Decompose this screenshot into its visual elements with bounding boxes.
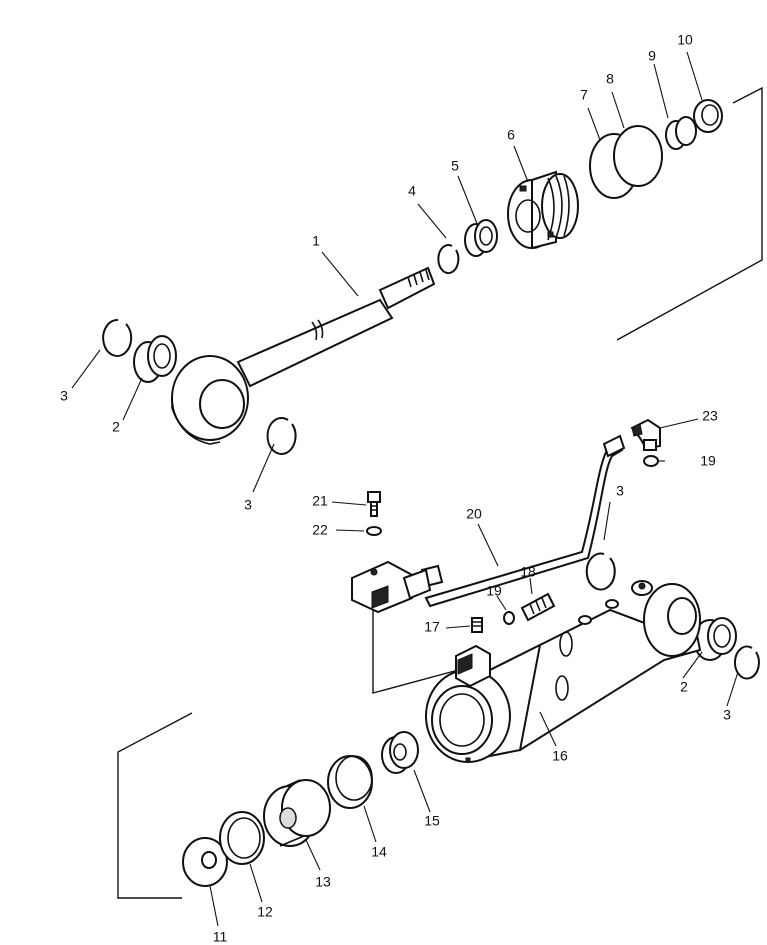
callout-3: 3 (723, 707, 731, 723)
bearing-part (464, 219, 498, 257)
small-o-ring-part (643, 455, 659, 467)
leader-lines (71, 51, 739, 927)
callout-23: 23 (702, 408, 718, 424)
grease-fitting-part (471, 617, 483, 633)
bolt-part (367, 491, 381, 517)
callout-20: 20 (466, 506, 482, 522)
snap-ring-part (102, 318, 133, 357)
callout-9: 9 (648, 48, 656, 64)
callout-15: 15 (424, 813, 440, 829)
flange-block-part (351, 560, 432, 614)
callout-11: 11 (213, 929, 228, 945)
assembly-bracket-top (616, 86, 763, 341)
callout-2: 2 (680, 679, 688, 695)
callout-5: 5 (451, 158, 459, 174)
callout-13: 13 (315, 874, 331, 890)
callout-19: 19 (486, 583, 502, 599)
cylinder-head-part (507, 170, 579, 250)
bushing-part (133, 335, 177, 383)
callout-4: 4 (408, 183, 416, 199)
callout-17: 17 (424, 619, 440, 635)
callout-7: 7 (580, 87, 588, 103)
snap-ring-part (733, 645, 760, 680)
nut-part (381, 731, 419, 774)
callout-16: 16 (552, 748, 568, 764)
dust-seal-part (693, 99, 723, 133)
callout-3: 3 (60, 388, 68, 404)
callout-12: 12 (257, 904, 273, 920)
callout-10: 10 (677, 32, 693, 48)
washer-part (182, 837, 228, 887)
small-o-ring-part (503, 611, 515, 625)
callout-2: 2 (112, 419, 120, 435)
lock-washer-part (366, 526, 382, 536)
block-part (455, 644, 491, 688)
snap-ring-part (266, 417, 297, 455)
assembly-bracket-bottom (117, 712, 193, 899)
piston-rod-part (171, 266, 436, 445)
piston-part (263, 779, 331, 847)
snap-ring-part (585, 552, 616, 591)
callout-3: 3 (244, 497, 252, 513)
callout-6: 6 (507, 127, 515, 143)
snap-ring-small-part (437, 244, 460, 275)
callout-14: 14 (371, 844, 387, 860)
assembly-bracket-middle (372, 588, 463, 694)
callout-21: 21 (312, 493, 328, 509)
callout-22: 22 (312, 522, 328, 538)
connector-part (520, 592, 556, 622)
callouts: 1 2 2 3 3 3 3 4 5 6 7 8 9 10 11 12 13 14… (60, 32, 731, 945)
callout-18: 18 (520, 564, 536, 580)
elbow-fitting-part (630, 418, 661, 451)
callout-8: 8 (606, 71, 614, 87)
rod-bushing-part (665, 116, 697, 150)
backup-ring-part (613, 125, 663, 187)
callout-1: 1 (312, 233, 320, 249)
wear-ring-part (327, 755, 373, 809)
callout-19: 19 (700, 453, 716, 469)
piston-ring-part (219, 811, 265, 865)
callout-3: 3 (616, 483, 624, 499)
